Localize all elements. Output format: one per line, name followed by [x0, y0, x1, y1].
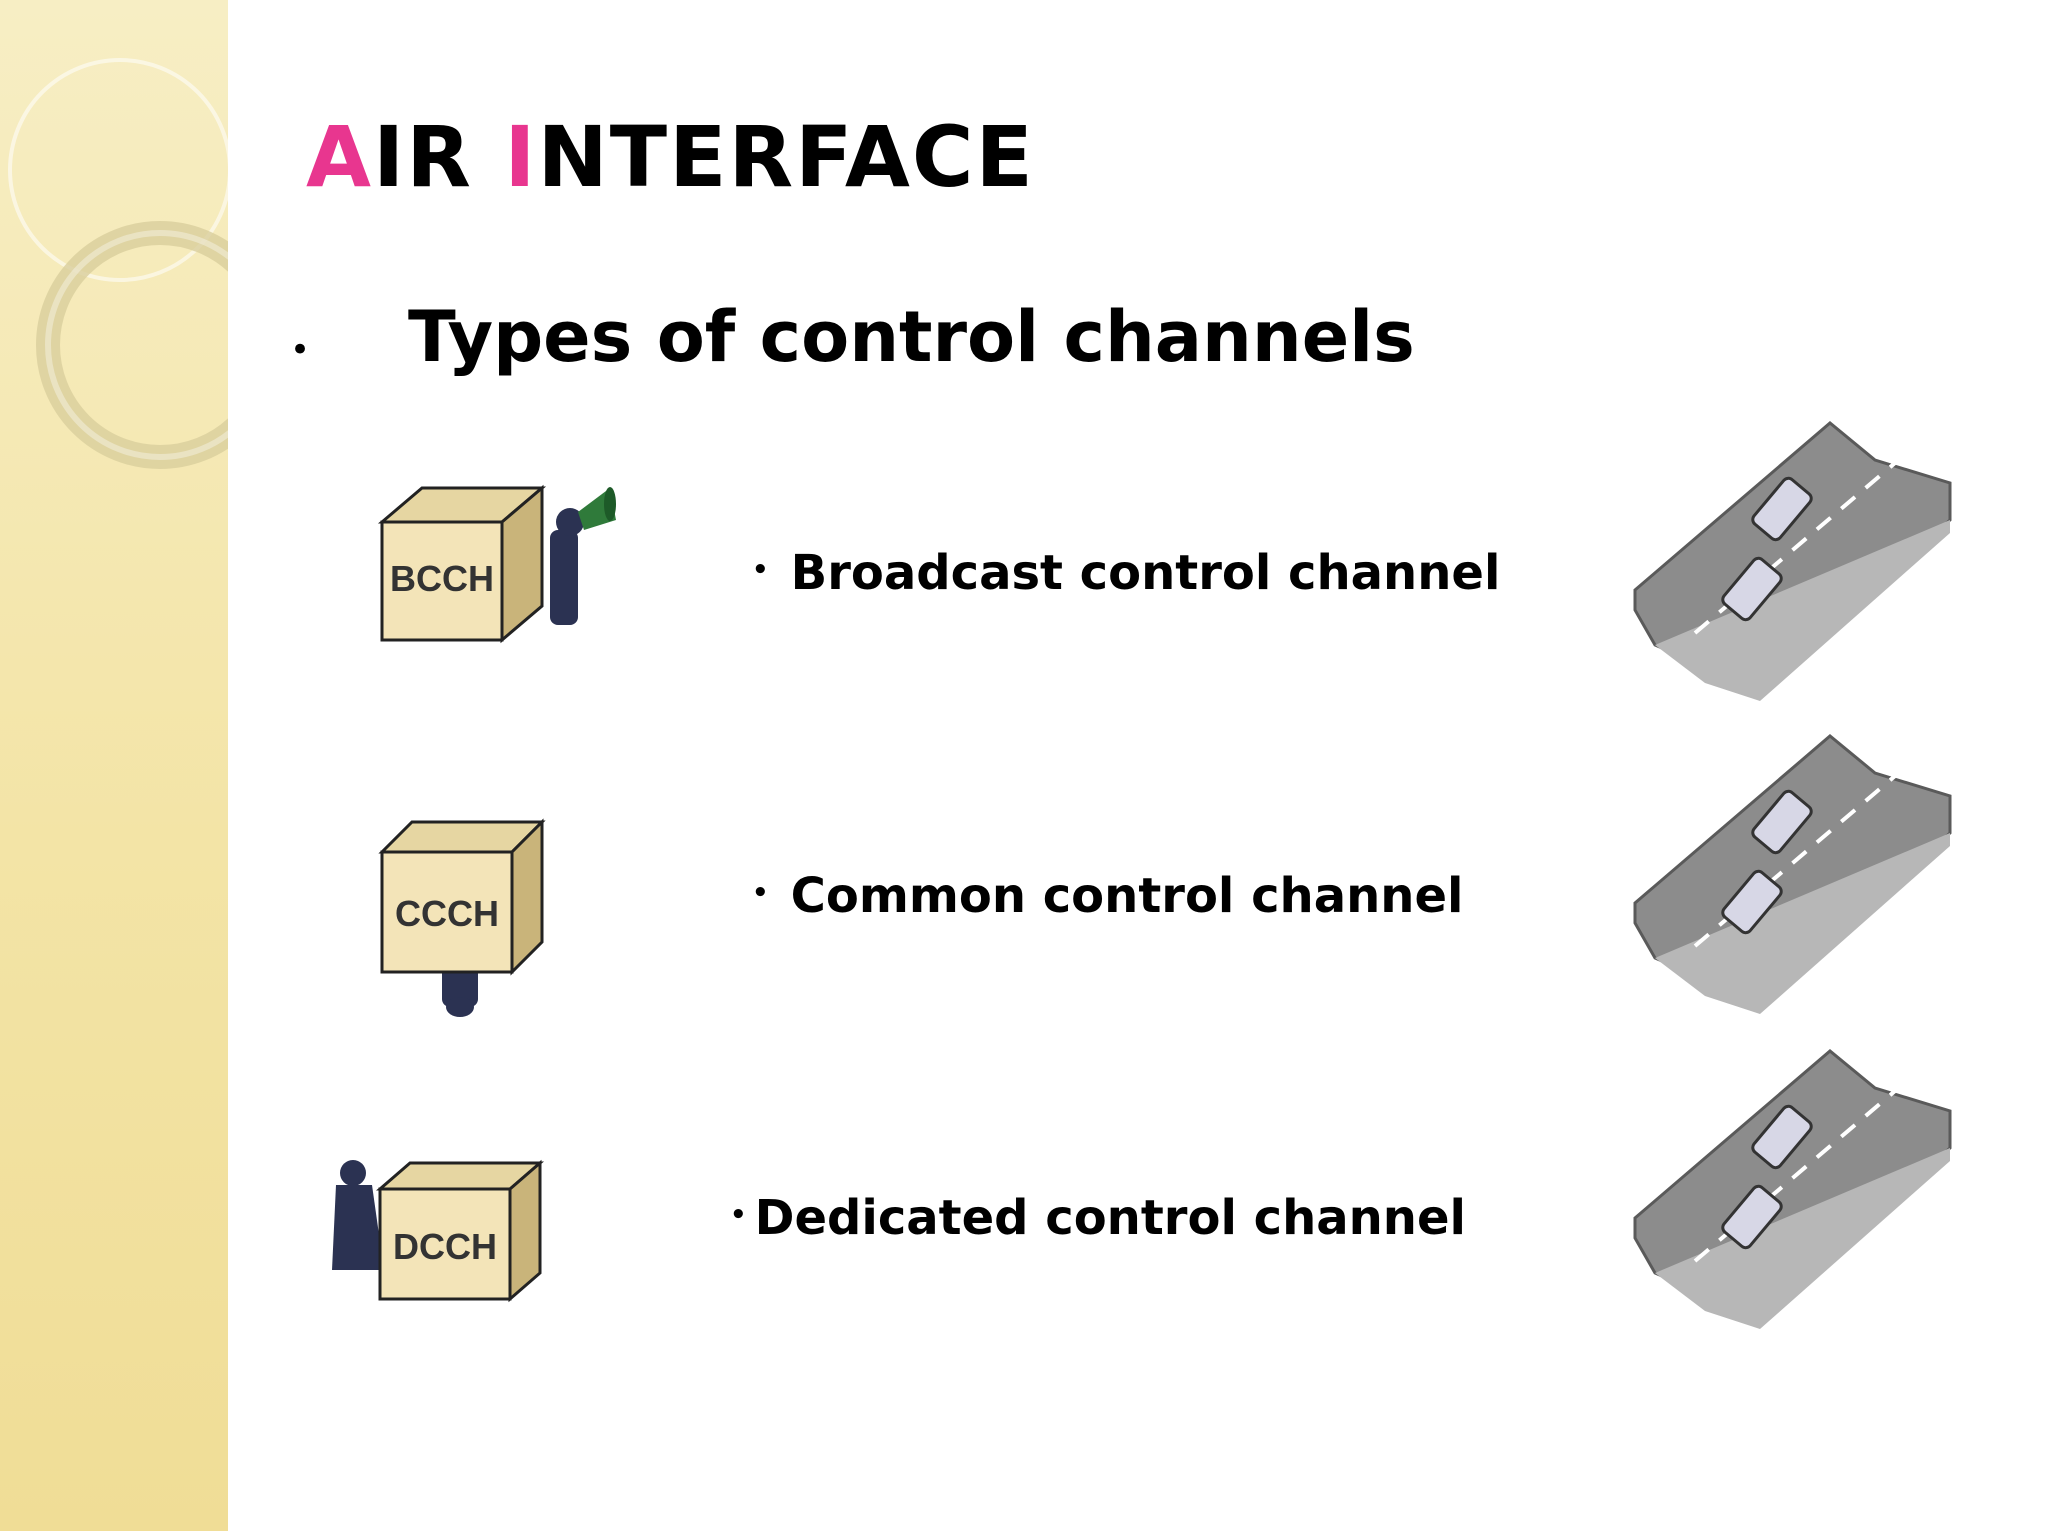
- channel-item-common: • Common control channel: [752, 868, 1463, 924]
- title-initial-i: I: [504, 108, 538, 206]
- title-initial-a: A: [306, 108, 374, 206]
- bullet-dot: •: [752, 555, 769, 585]
- box-label-ccch: CCCH: [395, 893, 499, 934]
- title-word-interface-rest: NTERFACE: [537, 108, 1035, 206]
- heading-bullet: •: [290, 330, 311, 370]
- section-heading: Types of control channels: [408, 296, 1415, 378]
- box-with-person-behind-icon: DCCH: [332, 1159, 545, 1303]
- two-lane-road-with-cars-icon: [1633, 1049, 1952, 1329]
- side-decor-panel: [0, 0, 228, 1531]
- two-lane-road-with-cars-icon: [1633, 421, 1952, 701]
- slide-title: AIR INTERFACE: [306, 108, 1035, 206]
- channel-label-dedicated: Dedicated control channel: [754, 1190, 1466, 1246]
- channel-item-broadcast: • Broadcast control channel: [752, 545, 1500, 601]
- channel-label-broadcast: Broadcast control channel: [790, 545, 1501, 601]
- channel-label-common: Common control channel: [790, 868, 1464, 924]
- title-word-air-rest: IR: [373, 108, 505, 206]
- bullet-dot: •: [730, 1200, 747, 1230]
- decorative-rings-icon: [8, 58, 228, 469]
- two-lane-road-with-cars-icon: [1633, 734, 1952, 1014]
- box-with-person-underneath-icon: CCCH: [378, 818, 546, 1017]
- box-label-dcch: DCCH: [393, 1226, 497, 1267]
- box-with-megaphone-person-icon: BCCH: [377, 484, 616, 644]
- bullet-dot: •: [752, 878, 769, 908]
- channel-item-dedicated: •Dedicated control channel: [730, 1190, 1466, 1246]
- box-label-bcch: BCCH: [390, 558, 494, 599]
